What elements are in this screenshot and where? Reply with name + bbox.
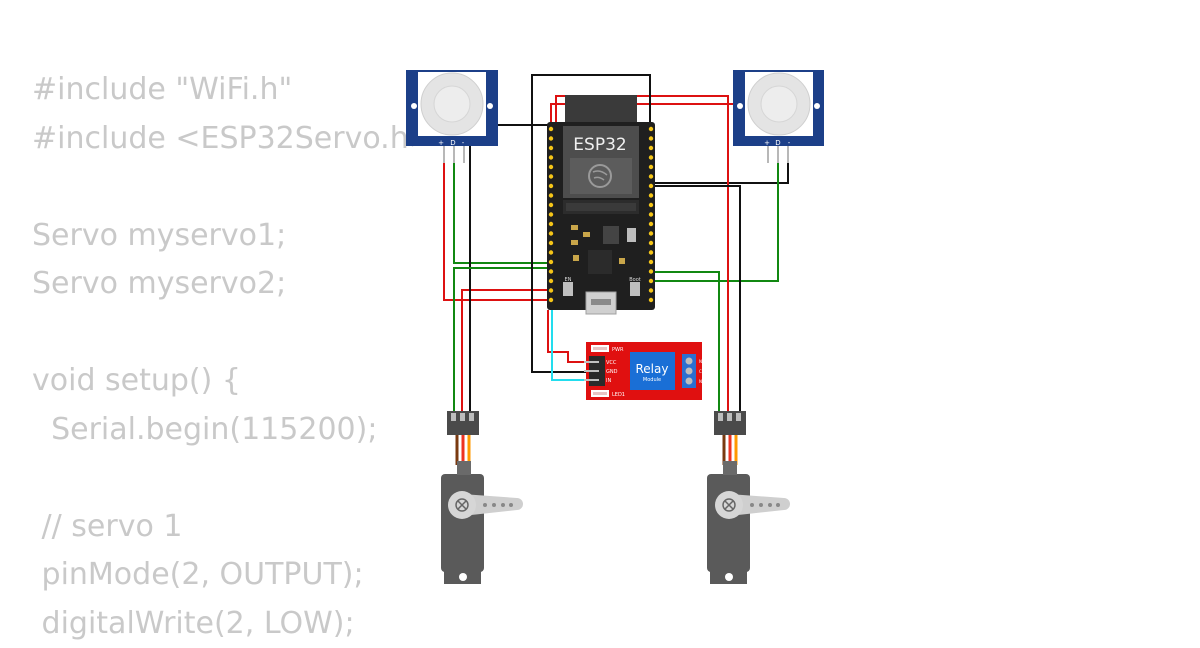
relay-pin-com: COM: [699, 369, 709, 374]
header-pin[interactable]: [649, 184, 653, 188]
servo-left[interactable]: [441, 411, 523, 584]
header-pin[interactable]: [649, 127, 653, 131]
header-pin[interactable]: [549, 269, 553, 273]
header-pin[interactable]: [549, 250, 553, 254]
header-pin[interactable]: [549, 155, 553, 159]
wire-green-pir-right[interactable]: [652, 162, 778, 281]
header-pin[interactable]: [549, 279, 553, 283]
esp32-board[interactable]: ESP32 EN Boot: [547, 95, 655, 314]
header-pin[interactable]: [649, 174, 653, 178]
pir-right-pin-plus: +: [764, 139, 770, 147]
header-pin[interactable]: [549, 174, 553, 178]
relay-pin-no: NO: [699, 379, 705, 384]
header-pin[interactable]: [649, 279, 653, 283]
header-pin[interactable]: [649, 165, 653, 169]
relay-pin-in: IN: [606, 378, 611, 384]
pir-sensor-right[interactable]: + D -: [733, 70, 824, 163]
header-pin[interactable]: [649, 203, 653, 207]
relay-pin-vcc: VCC: [606, 360, 617, 366]
header-pin[interactable]: [649, 136, 653, 140]
header-pin[interactable]: [549, 212, 553, 216]
boot-button[interactable]: [630, 282, 640, 296]
header-pin[interactable]: [649, 155, 653, 159]
header-pin[interactable]: [649, 298, 653, 302]
header-pin[interactable]: [549, 184, 553, 188]
header-pin[interactable]: [649, 269, 653, 273]
header-pin[interactable]: [549, 136, 553, 140]
header-pin[interactable]: [649, 193, 653, 197]
wire-green-pir-left[interactable]: [454, 162, 550, 263]
header-pin[interactable]: [649, 260, 653, 264]
header-pin[interactable]: [649, 212, 653, 216]
header-pin[interactable]: [549, 241, 553, 245]
wire-red-pir-left[interactable]: [444, 162, 551, 300]
header-pin[interactable]: [649, 231, 653, 235]
header-pin[interactable]: [549, 203, 553, 207]
servo-right[interactable]: [707, 411, 790, 584]
relay-title: Relay: [636, 362, 669, 376]
header-pin[interactable]: [649, 241, 653, 245]
boot-label: Boot: [629, 277, 641, 283]
header-pin[interactable]: [549, 288, 553, 292]
header-pin[interactable]: [549, 193, 553, 197]
header-pin[interactable]: [649, 250, 653, 254]
wire-red-servo-left[interactable]: [462, 290, 551, 412]
pir-left-pin-d: D: [450, 139, 455, 147]
header-pin[interactable]: [549, 222, 553, 226]
pir-right-pin-d: D: [775, 139, 780, 147]
wire-black-pir-right[interactable]: [652, 162, 788, 183]
relay-led1-label: LED1: [612, 392, 625, 398]
header-pin[interactable]: [649, 288, 653, 292]
circuit-diagram: + D - + D - ESP32: [0, 0, 1200, 630]
header-pin[interactable]: [549, 127, 553, 131]
pir-sensor-left[interactable]: + D -: [406, 70, 498, 163]
header-pin[interactable]: [649, 146, 653, 150]
en-button[interactable]: [563, 282, 573, 296]
relay-pin-gnd: GND: [606, 369, 618, 375]
relay-led-pwr-label: PWR: [612, 347, 624, 353]
relay-module[interactable]: PWR LED1 VCC GND IN Relay Module NC COM …: [584, 342, 709, 400]
en-label: EN: [565, 277, 572, 283]
pir-left-pin-plus: +: [438, 139, 444, 147]
esp32-label: ESP32: [573, 135, 626, 155]
header-pin[interactable]: [549, 298, 553, 302]
relay-pin-nc: NC: [699, 359, 705, 364]
header-pin[interactable]: [549, 231, 553, 235]
relay-subtitle: Module: [643, 377, 661, 383]
header-pin[interactable]: [649, 222, 653, 226]
header-pin[interactable]: [549, 146, 553, 150]
header-pin[interactable]: [549, 260, 553, 264]
header-pin[interactable]: [549, 165, 553, 169]
